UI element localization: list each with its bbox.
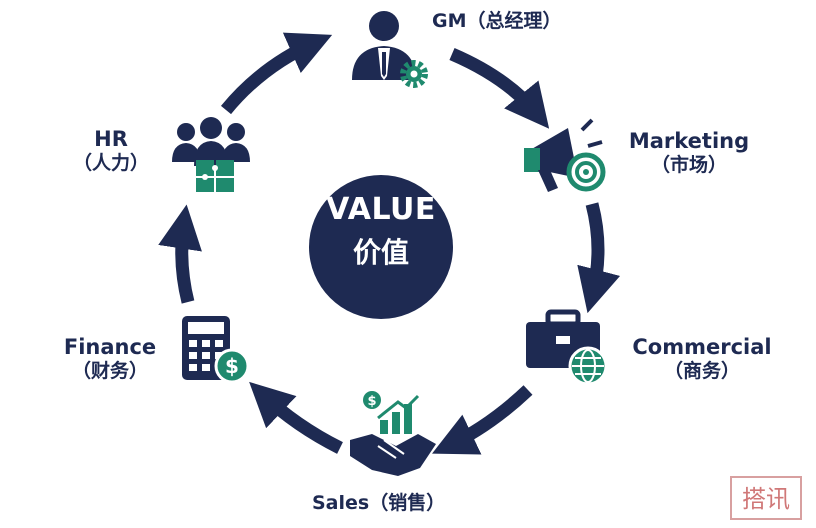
commercial-label-en: Commercial [632,335,772,359]
manager-gear-icon [352,11,428,88]
arrow-sales-to-finance [249,381,343,454]
center-subtitle: 价值 [352,236,409,269]
arrow-commercial-to-sales [432,385,533,455]
gm-label-text: GM（总经理） [432,10,562,32]
hr-label-cn: （人力） [72,152,149,175]
finance-label-cn: （财务） [71,360,148,383]
handshake-growth-icon: $ [350,391,436,476]
commercial-label-cn: （商务） [663,360,740,383]
calculator-dollar-icon: $ [182,316,250,384]
arrow-hr-to-gm [220,32,333,115]
center-circle [309,175,453,319]
arrow-finance-to-hr [158,204,202,304]
finance-label-en: Finance [63,335,157,359]
svg-text:$: $ [367,394,376,409]
marketing-label-cn: （市场） [650,154,727,177]
watermark-seal: 搭讯 [730,476,802,520]
commercial-label: Commercial （商务） [622,334,782,384]
svg-text:$: $ [225,354,239,378]
finance-label: Finance （财务） [50,334,170,384]
team-puzzle-icon [172,117,250,192]
gm-label: GM（总经理） [432,10,562,34]
megaphone-target-icon [524,118,606,192]
center-value-label: VALUE 价值 [306,192,456,271]
briefcase-globe-icon [526,309,608,386]
marketing-label: Marketing （市场） [614,128,764,178]
sales-label-text: Sales（销售） [312,492,446,514]
center-title: VALUE [326,192,436,227]
arrow-gm-to-marketing [449,48,550,129]
marketing-label-en: Marketing [628,129,750,153]
arrow-marketing-to-commercial [577,202,621,314]
sales-label: Sales（销售） [312,492,445,516]
hr-label-en: HR [94,127,128,151]
hr-label: HR （人力） [66,126,156,176]
